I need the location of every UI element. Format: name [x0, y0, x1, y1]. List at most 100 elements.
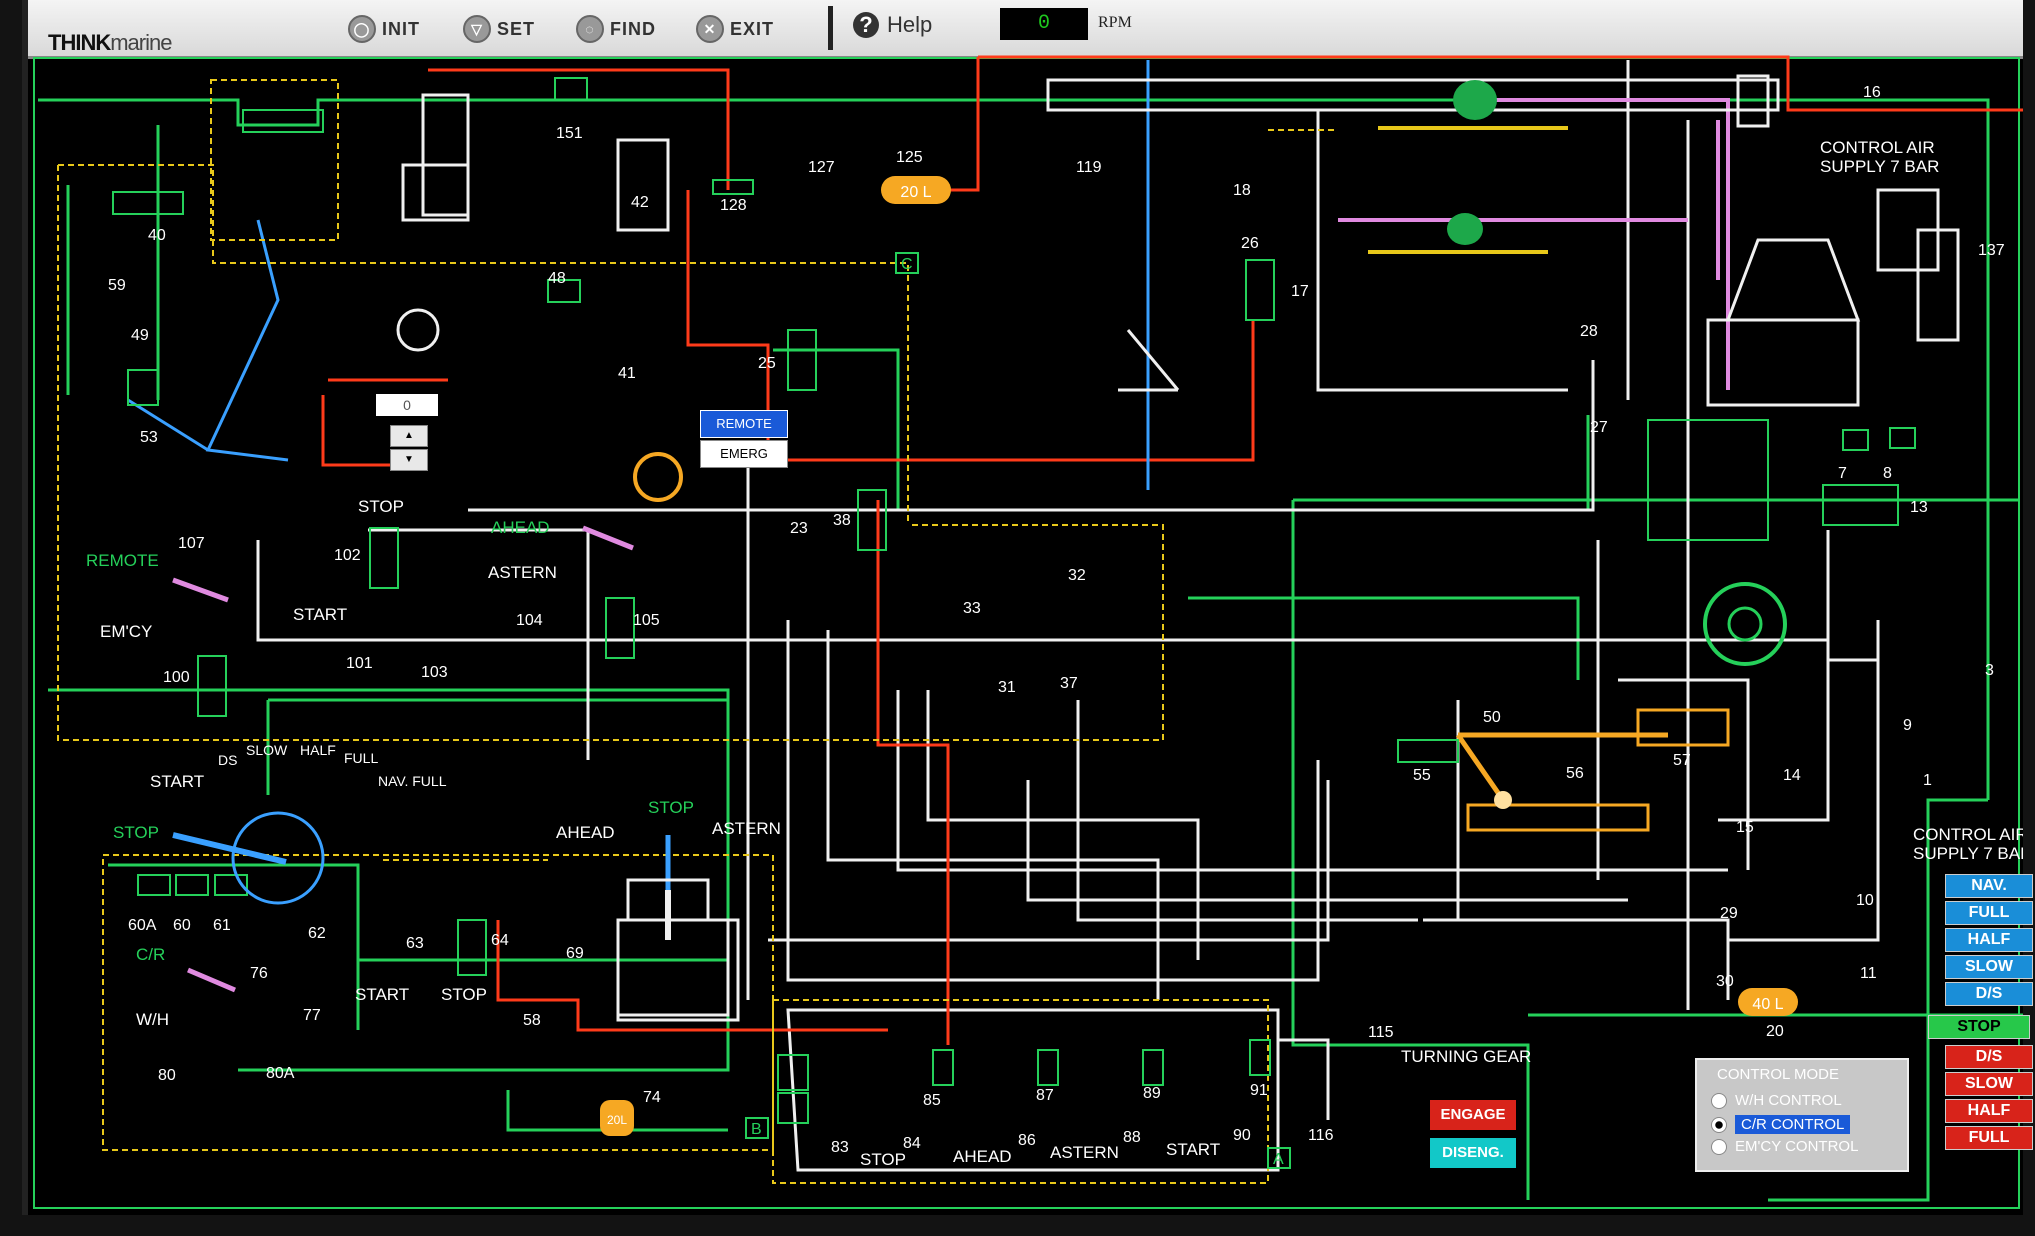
- component-number: 37: [1060, 675, 1078, 692]
- marker-a: A: [1273, 1151, 1284, 1168]
- telegraph-ds-ahead-button[interactable]: D/S: [1945, 982, 2033, 1006]
- pink-pipes: [1338, 98, 1730, 390]
- component-number: 86: [1018, 1132, 1036, 1149]
- cr-label: C/R: [136, 945, 165, 964]
- selector-bars: [172, 525, 634, 993]
- wh-label: W/H: [136, 1010, 169, 1029]
- component-number: 8: [1883, 465, 1892, 482]
- init-button[interactable]: ◯INIT: [348, 14, 420, 44]
- component-number: 17: [1291, 283, 1309, 300]
- component-number: 76: [250, 965, 268, 982]
- component-number: 28: [1580, 323, 1598, 340]
- valve-stop-label: STOP: [441, 985, 487, 1004]
- component-number: 55: [1413, 767, 1431, 784]
- component-number: 16: [1863, 84, 1881, 101]
- lever-pivot: [1494, 791, 1512, 809]
- exit-button[interactable]: ✕EXIT: [696, 14, 774, 44]
- component-number: 61: [213, 917, 231, 934]
- component-number: 74: [643, 1089, 661, 1106]
- marker-b: B: [751, 1121, 762, 1138]
- component-number: 119: [1076, 159, 1102, 176]
- telegraph-nav-full-button[interactable]: NAV.: [1945, 874, 2033, 898]
- telegraph-half-astern-button[interactable]: HALF: [1945, 1099, 2033, 1123]
- component-number: 84: [903, 1135, 921, 1152]
- component-number: 60: [173, 917, 191, 934]
- valve-start2-label: START: [1166, 1140, 1220, 1159]
- cr-control-radio[interactable]: C/R CONTROL: [1711, 1115, 1851, 1134]
- component-number: 63: [406, 935, 424, 952]
- component-number: 59: [108, 277, 126, 294]
- component-number: 89: [1143, 1085, 1161, 1102]
- component-numbers: 151 42 128 127 125 119 18 26 17 16 137 4…: [108, 84, 2005, 1168]
- pneumatic-control-diagram: 20 L 40 L 20L CONTROL AIR SUPPLY 7 BAR C…: [33, 55, 2023, 1209]
- telegraph-full-astern-button[interactable]: FULL: [1945, 1126, 2033, 1150]
- component-number: 13: [1910, 499, 1928, 516]
- turning-gear-engage-button[interactable]: ENGAGE: [1430, 1100, 1516, 1130]
- component-number: 80A: [266, 1065, 295, 1082]
- component-number: 9: [1903, 717, 1912, 734]
- component-number: 11: [1860, 965, 1877, 982]
- component-number: 33: [963, 600, 981, 617]
- component-number: 60A: [128, 917, 157, 934]
- component-number: 26: [1241, 235, 1259, 252]
- tank-125-label: 20 L: [900, 184, 931, 201]
- component-number: 69: [566, 945, 584, 962]
- component-number: 116: [1308, 1127, 1334, 1144]
- telegraph-stop2-label: STOP: [648, 798, 694, 817]
- help-icon: ?: [853, 12, 879, 38]
- find-button[interactable]: ◌FIND: [576, 14, 656, 44]
- component-number: 125: [896, 149, 923, 166]
- emerg-button[interactable]: EMERG: [700, 440, 788, 468]
- lever-value-display: 0: [376, 394, 438, 416]
- emcy-control-radio[interactable]: EM'CY CONTROL: [1711, 1138, 1858, 1155]
- telegraph-stop-label: STOP: [113, 823, 159, 842]
- component-number: 27: [1590, 419, 1608, 436]
- component-number: 77: [303, 1007, 321, 1024]
- component-number: 48: [548, 270, 566, 287]
- component-number: 107: [178, 535, 205, 552]
- components: [401, 74, 1960, 1017]
- marker-a-box: [1267, 1147, 1291, 1169]
- telegraph-stop-button[interactable]: STOP: [1928, 1015, 2030, 1039]
- turning-gear-label: TURNING GEAR: [1401, 1047, 1531, 1066]
- turning-gear-disengage-button[interactable]: DISENG.: [1430, 1138, 1516, 1168]
- radio-dot: [1711, 1116, 1727, 1133]
- control-air-bottom-1: CONTROL AIR: [1913, 825, 2023, 844]
- component-number: 32: [1068, 567, 1086, 584]
- lever-up-button[interactable]: ▲: [390, 425, 428, 447]
- toolbar-separator: [828, 6, 833, 50]
- component-number: 40: [148, 227, 166, 244]
- remote-button[interactable]: REMOTE: [700, 410, 788, 438]
- component-number: 57: [1673, 752, 1691, 769]
- component-number: 25: [758, 355, 776, 372]
- component-number: 20: [1766, 1023, 1784, 1040]
- blue-pipes: [127, 60, 1150, 490]
- marker-c-box: [895, 252, 919, 274]
- component-number: 18: [1233, 182, 1251, 199]
- wh-control-radio[interactable]: W/H CONTROL: [1711, 1092, 1842, 1109]
- help-button[interactable]: ?Help: [853, 12, 932, 38]
- set-button[interactable]: ▽SET: [463, 14, 535, 44]
- init-icon: ◯: [348, 15, 376, 43]
- telegraph-astern-label: ASTERN: [712, 819, 781, 838]
- lever-down-button[interactable]: ▼: [390, 449, 428, 471]
- component-number: 14: [1783, 767, 1801, 784]
- telegraph-half-ahead-button[interactable]: HALF: [1945, 928, 2033, 952]
- valve-astern-label: ASTERN: [1050, 1143, 1119, 1162]
- telegraph-slow-astern-button[interactable]: SLOW: [1945, 1072, 2033, 1096]
- exit-icon: ✕: [696, 15, 724, 43]
- diagram-frame: [33, 57, 2020, 1209]
- telegraph-full-ahead-button[interactable]: FULL: [1945, 901, 2033, 925]
- telegraph-navfull-label: NAV. FULL: [378, 773, 447, 789]
- telegraph-full-label: FULL: [344, 750, 378, 766]
- component-number: 10: [1856, 892, 1874, 909]
- component-number: 23: [790, 520, 808, 537]
- component-number: 1: [1923, 772, 1932, 789]
- component-number: 29: [1720, 905, 1738, 922]
- component-number: 38: [833, 512, 851, 529]
- component-number: 87: [1036, 1087, 1054, 1104]
- telegraph-slow-ahead-button[interactable]: SLOW: [1945, 955, 2033, 979]
- component-number: 137: [1978, 242, 2005, 259]
- telegraph-ds-astern-button[interactable]: D/S: [1945, 1045, 2033, 1069]
- fuel-racks: [1368, 126, 1568, 254]
